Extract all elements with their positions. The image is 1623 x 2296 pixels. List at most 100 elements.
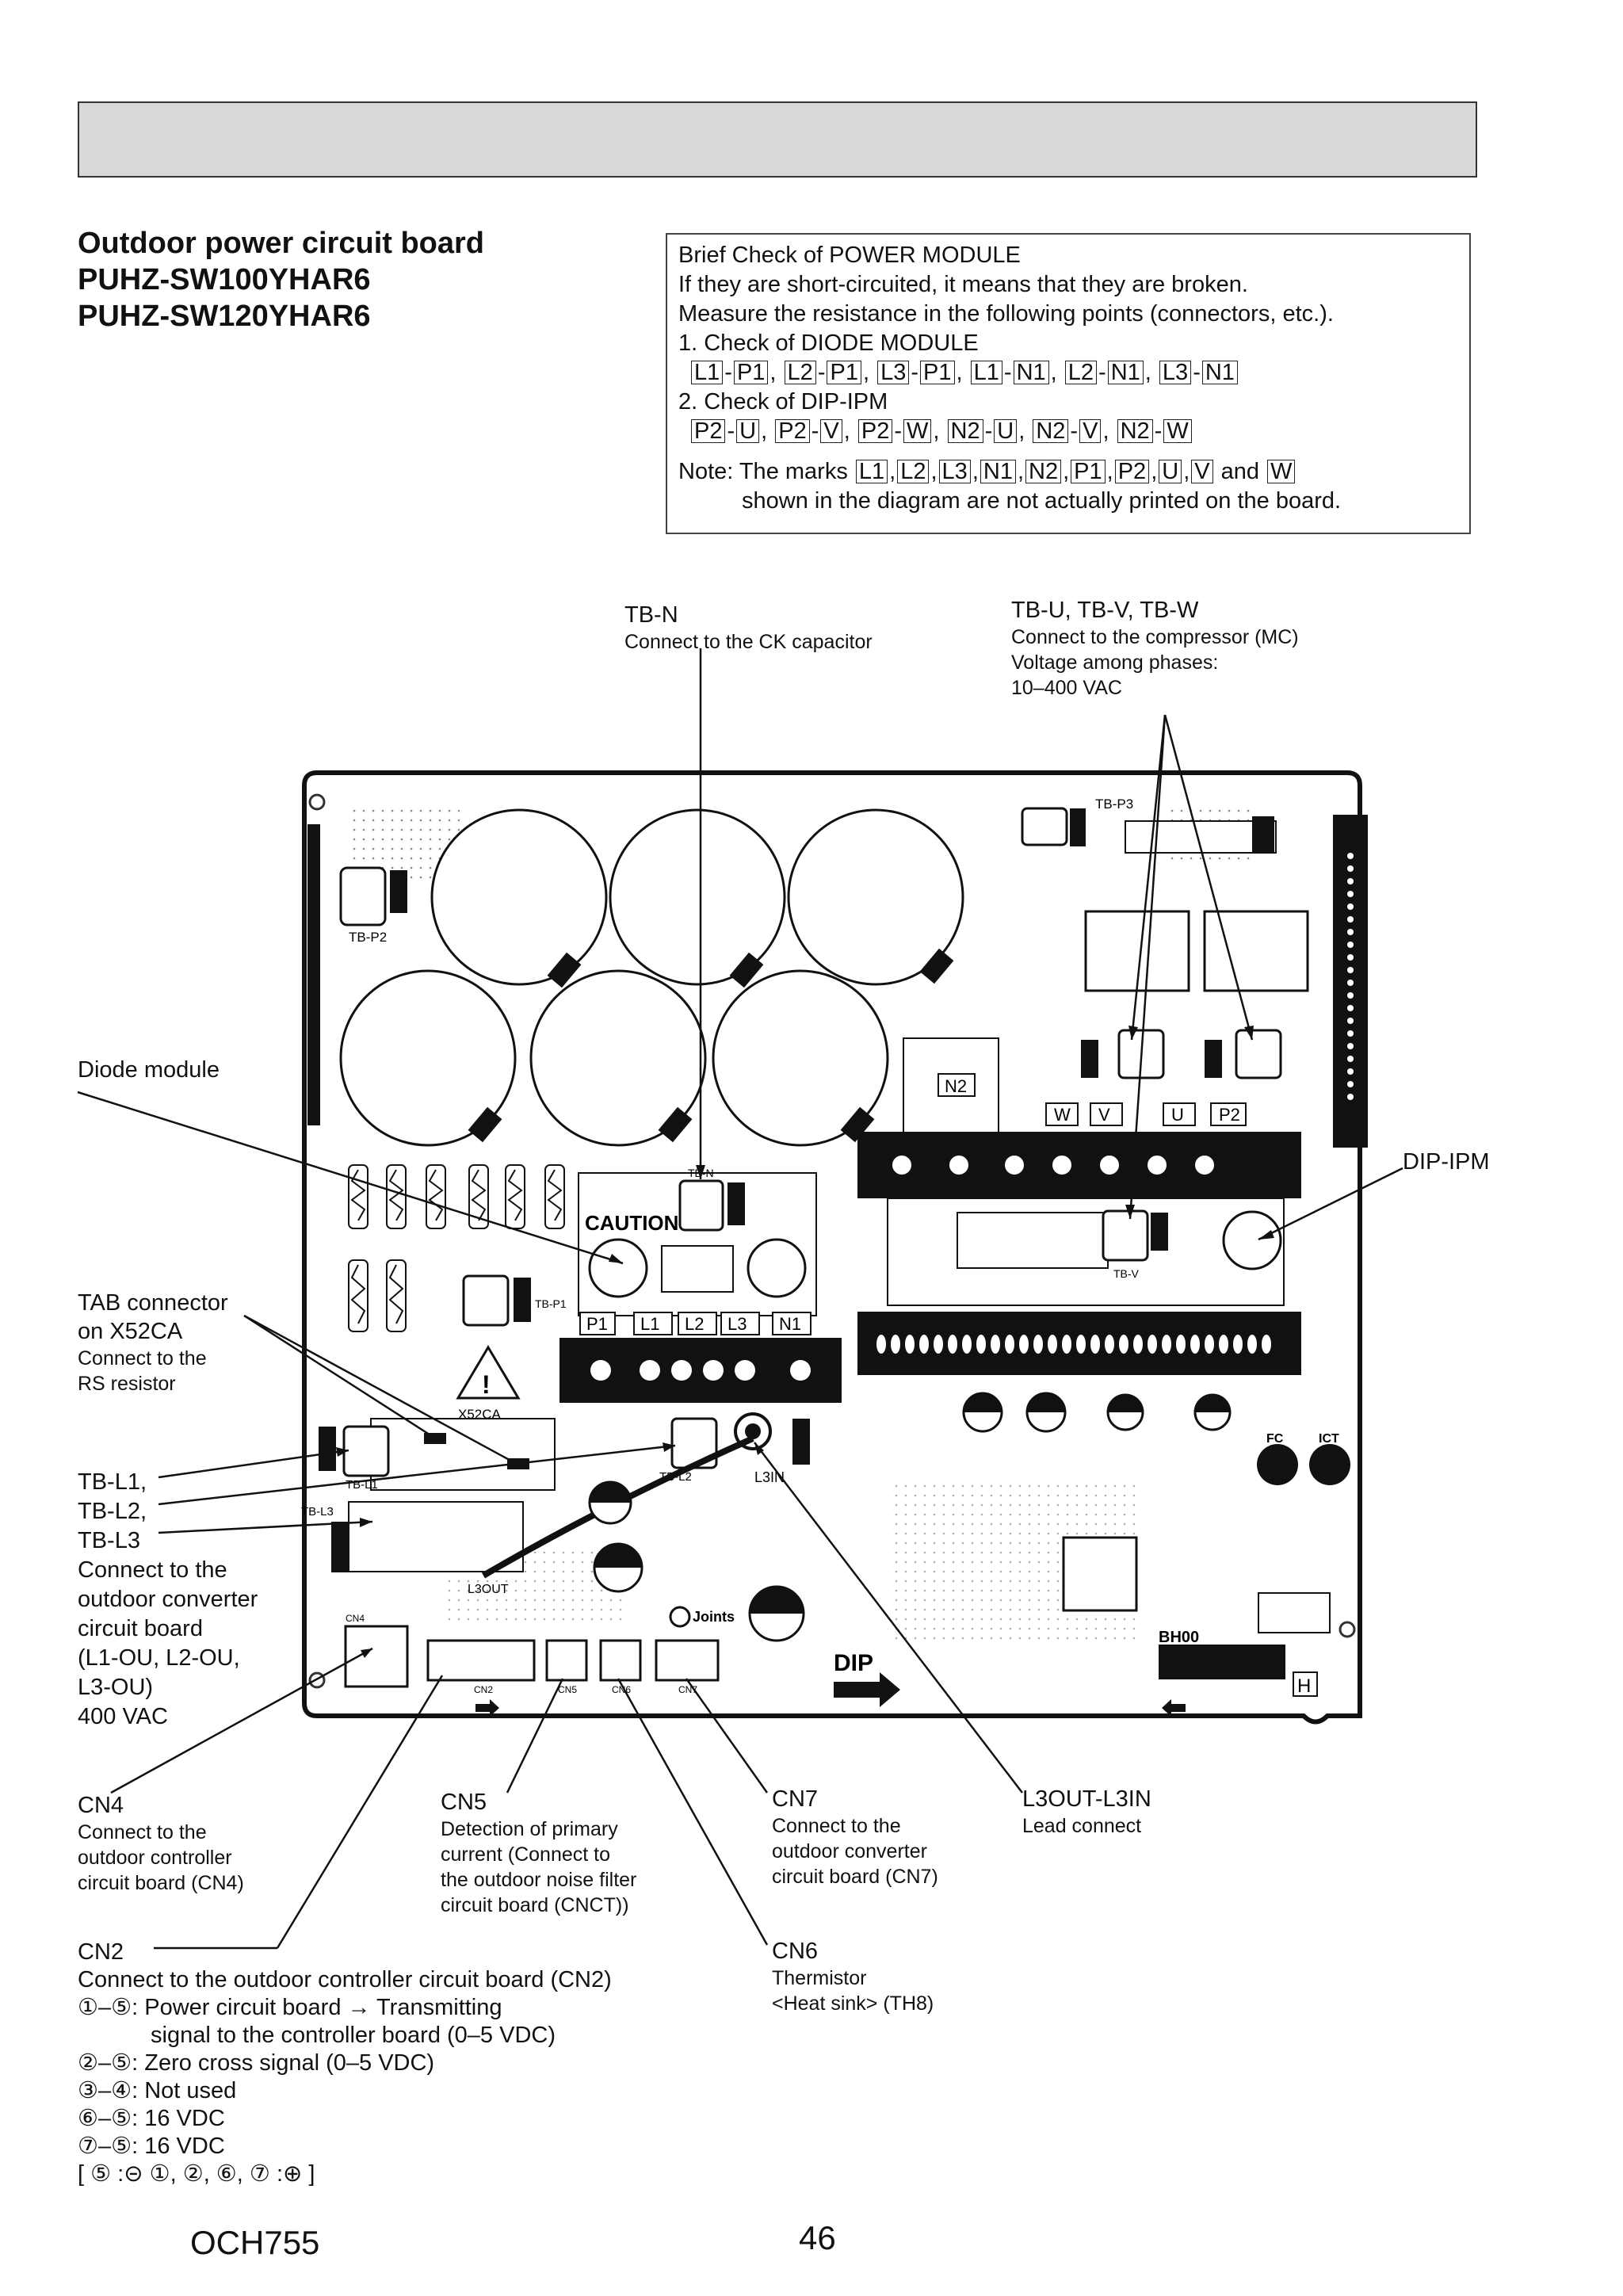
dip-ipm-hole-large [1222,1210,1282,1270]
arrowhead-tbl2 [663,1442,675,1452]
dip-ipm-holes [876,1156,1271,1354]
connector-cn7 [655,1639,720,1682]
capacitor-polarity-band [750,1587,804,1614]
arrowhead-cn4 [361,1648,372,1658]
strip-pin [1347,853,1354,859]
strip-pin [1347,878,1354,884]
red-tag [514,1278,531,1322]
board-label-cn5: CN5 [558,1684,577,1695]
red-tag [1070,808,1086,846]
leader-diode-module [77,1091,624,1265]
arrowhead-l3 [754,1442,764,1455]
capacitor-clip [840,1106,875,1143]
callout-cn5-4: circuit board (CNCT)) [441,1894,629,1916]
callout-tb-l: TB-L1, TB-L2, TB-L3 Connect to the outdo… [78,1468,258,1732]
diode-mark-box [720,1312,760,1335]
tab-connector [424,1433,446,1444]
callout-cn7-2: outdoor converter [772,1840,927,1862]
l3in-post-inner [745,1423,761,1439]
mark-box: N1 [980,460,1016,483]
footer-page-number: 46 [799,2219,836,2256]
check-pair: P2-U, [689,418,773,444]
connector-cn14 [1258,1592,1331,1633]
strip-pin [1347,1030,1354,1037]
mark-n2 [938,1073,976,1097]
red-tag [319,1427,336,1471]
warning-mark: ! [482,1370,491,1399]
resistor-zigzag [471,1169,487,1221]
direction-arrow-left [1162,1699,1186,1717]
mark-box: V [1191,460,1213,483]
leader-tbl1 [158,1449,349,1479]
terminal-tb-v [1102,1209,1149,1262]
board-label-l3out: L3OUT [468,1583,509,1596]
direction-arrow-right [475,1699,499,1717]
ipm-lead [934,1335,943,1354]
board-label-h: H [1297,1675,1311,1697]
arrowhead-tbl3 [360,1518,372,1527]
strip-pin [1347,865,1354,872]
strip-pin [1347,980,1354,986]
diode-pin-hole [790,1360,811,1381]
ipm-lead [891,1335,900,1354]
diode-check-pairs: L1-P1, L2-P1, L3-P1, L1-N1, L2-N1, L3-N1 [678,358,1458,388]
wht-tag [1151,1213,1168,1251]
callout-cn5-1: Detection of primary [441,1818,618,1840]
ict-component [1309,1444,1350,1485]
strip-pin [1347,1005,1354,1011]
leader-tab-2 [243,1314,516,1465]
ipm-lead [1233,1335,1243,1354]
ipm-lead [1076,1335,1086,1354]
connector-cn6 [599,1639,642,1682]
callout-cn2-title: CN2 [78,1939,124,1965]
ipm-pin-hole [892,1156,911,1175]
strip-pin [1347,904,1354,910]
phase-mark-text: W [1054,1105,1071,1125]
board-label-ict: ICT [1319,1432,1339,1446]
leader-cn7 [685,1678,769,1794]
mark-box: N2 [947,419,983,443]
strip-pin [1347,1081,1354,1087]
ipm-lead [1019,1335,1029,1354]
capacitor-polarity-band [590,1482,631,1503]
ipm-lead [1219,1335,1228,1354]
mark-box: P2 [691,419,726,443]
ipm-lead [905,1335,915,1354]
phase-mark-text: V [1098,1105,1110,1125]
blk-tag [727,1182,745,1225]
strip-pin [1347,929,1354,935]
mark-box: N1 [1107,361,1144,384]
strip-pin [1347,992,1354,999]
diode-mark-text: L1 [640,1314,659,1334]
mark-box: W [903,419,932,443]
small-capacitors [588,1392,1232,1642]
callout-cn7-1: Connect to the [772,1815,901,1837]
callout-tbl-3: TB-L3 [78,1528,140,1553]
leader-tbl3 [158,1520,373,1534]
ipm-lead [876,1335,886,1354]
arrowhead-tbl1 [336,1447,349,1457]
board-label-cn4: CN4 [346,1613,365,1624]
jumper-jp100-block [1252,816,1274,853]
callout-cn7-3: circuit board (CN7) [772,1866,938,1888]
note-line-2: shown in the diagram are not actually pr… [742,488,1342,514]
check-pair: P2-V, [773,418,857,444]
mark-box: P2 [857,419,893,443]
note-prefix: Note: The marks [678,459,854,484]
callout-tab-connector: TAB connector on X52CA Connect to the RS… [78,1289,228,1396]
mark-box: W [1163,419,1192,443]
check-pair: L2-P1, [783,360,876,385]
capacitor-cb12a [787,808,964,986]
diode-mark-text: L3 [727,1314,747,1334]
callout-tbl-8: L3-OU) [78,1675,154,1700]
diode-pin-hole [590,1360,611,1381]
page-title: Outdoor power circuit board [78,227,485,260]
mounting-hole [308,1671,326,1689]
board-label-bh00: BH00 [1159,1629,1199,1646]
diode-mark-text: P1 [586,1314,608,1334]
check-pair: P2-W, [857,418,946,444]
check-title: Brief Check of POWER MODULE [678,243,1021,268]
mark-box: P1 [1071,460,1106,483]
diode-pin-hole [735,1360,755,1381]
